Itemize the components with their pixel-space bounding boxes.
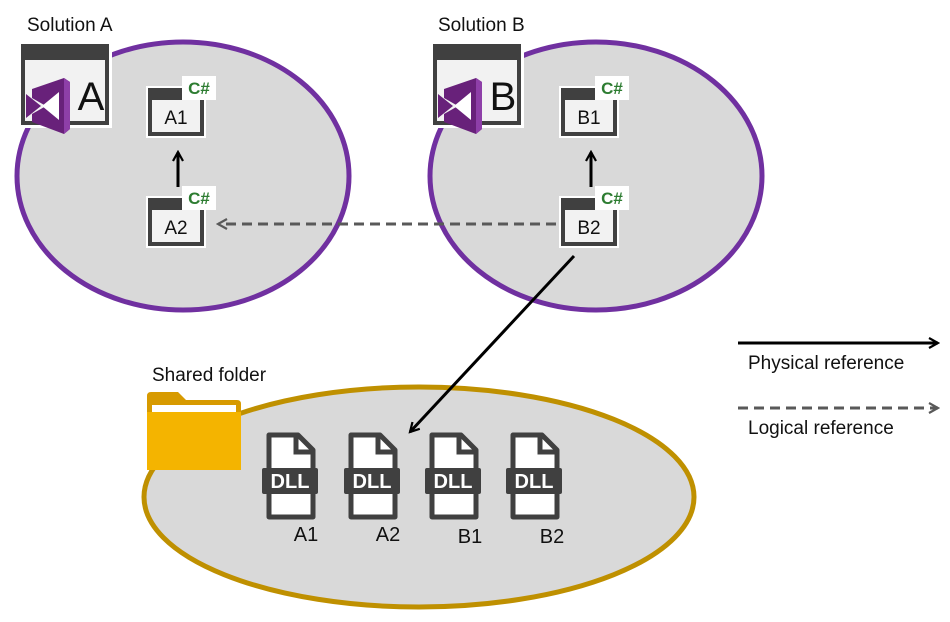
solution-b-title: Solution B <box>438 15 525 36</box>
folder-icon <box>147 392 241 470</box>
dll-label-b1: B1 <box>457 526 483 548</box>
dll-badge-text: DLL <box>271 471 310 493</box>
legend-logical-label: Logical reference <box>748 418 894 439</box>
csharp-badge-icon: C# <box>188 79 210 98</box>
csharp-badge-icon: C# <box>601 189 623 208</box>
project-b1-label: B1 <box>577 108 600 129</box>
csharp-badge-icon: C# <box>601 79 623 98</box>
dll-badge-text: DLL <box>353 471 392 493</box>
dll-label-b2: B2 <box>539 526 565 548</box>
project-a2-label: A2 <box>164 218 187 239</box>
csharp-badge-icon: C# <box>188 189 210 208</box>
dll-label-a2: A2 <box>375 524 401 546</box>
dll-badge-text: DLL <box>515 471 554 493</box>
visual-studio-logo-icon <box>438 78 482 134</box>
project-a2-icon: A2 C# <box>146 186 216 248</box>
solution-a-letter: A <box>78 75 105 119</box>
legend-physical-label: Physical reference <box>748 353 905 374</box>
project-b2-icon: B2 C# <box>559 186 629 248</box>
physical-arrow-b2-to-dll-a2 <box>410 254 576 432</box>
project-b2-label: B2 <box>577 218 600 239</box>
visual-studio-solution-a-icon: A <box>18 40 112 134</box>
dll-label-a1: A1 <box>293 524 319 546</box>
dll-badge-text: DLL <box>434 471 473 493</box>
project-b1-icon: B1 C# <box>559 76 629 138</box>
project-a1-label: A1 <box>164 108 187 129</box>
dll-file-icon: DLL <box>425 432 481 520</box>
visual-studio-solution-b-icon: B <box>430 40 524 134</box>
shared-folder-title: Shared folder <box>152 365 267 386</box>
dll-file-icon: DLL <box>262 432 318 520</box>
dll-file-icon: DLL <box>344 432 400 520</box>
dll-file-icon: DLL <box>506 432 562 520</box>
solution-b-letter: B <box>490 75 517 119</box>
project-a1-icon: A1 C# <box>146 76 216 138</box>
visual-studio-logo-icon <box>26 78 70 134</box>
solution-a-title: Solution A <box>27 15 113 36</box>
